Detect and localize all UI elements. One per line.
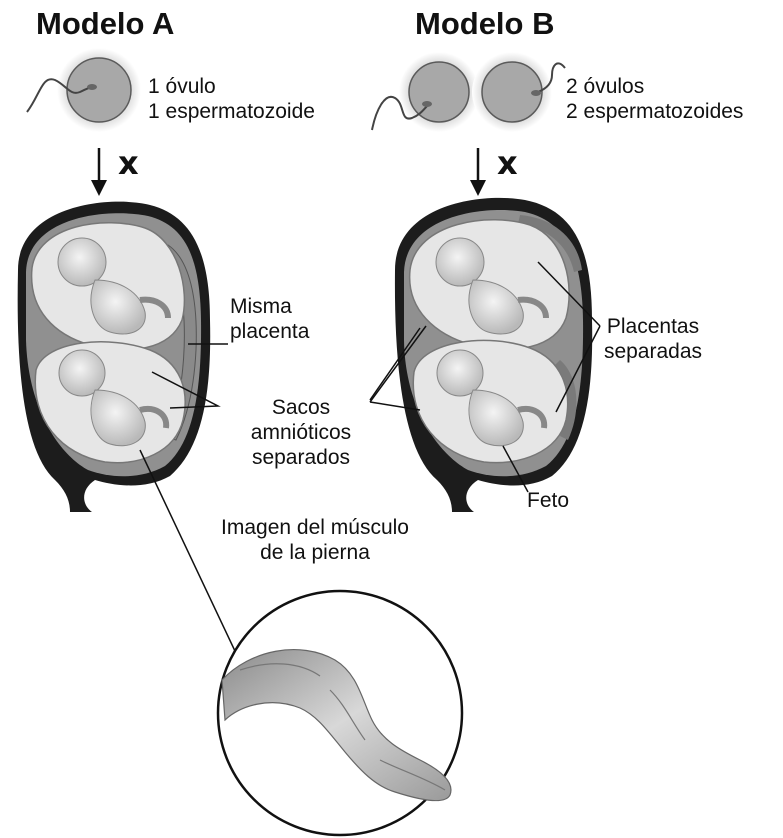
leg-muscle-image	[218, 591, 462, 835]
model-a-arrow	[91, 148, 107, 196]
model-b-sperm-head-2	[531, 90, 541, 96]
label-leg-muscle: Imagen del músculo de la pierna	[195, 515, 435, 565]
model-b-sperm-head-1	[422, 101, 432, 107]
model-b-arrow	[470, 148, 486, 196]
model-a-sperm-count: 1 espermatozoide	[148, 99, 315, 124]
label-sacos-amnioticos: Sacos amnióticos separados	[236, 395, 366, 470]
label-placentas-separadas: Placentas separadas	[598, 314, 708, 364]
model-b-ovum-1	[399, 52, 479, 132]
label-misma-placenta: Misma placenta	[230, 294, 309, 344]
label-feto: Feto	[527, 488, 569, 513]
model-b-gametes: 2 óvulos 2 espermatozoides	[566, 74, 743, 124]
model-b-title: Modelo B	[415, 6, 555, 42]
model-b-sperm-count: 2 espermatozoides	[566, 99, 743, 124]
model-a-cross: x	[118, 144, 139, 182]
model-a-gametes: 1 óvulo 1 espermatozoide	[148, 74, 315, 124]
uterus-b	[395, 198, 592, 512]
uterus-a	[18, 202, 211, 512]
model-b-ovum-count: 2 óvulos	[566, 74, 743, 99]
model-b-cross: x	[497, 144, 518, 182]
model-a-sperm-head	[87, 84, 97, 90]
model-a-title: Modelo A	[36, 6, 174, 42]
model-a-ovum-count: 1 óvulo	[148, 74, 315, 99]
